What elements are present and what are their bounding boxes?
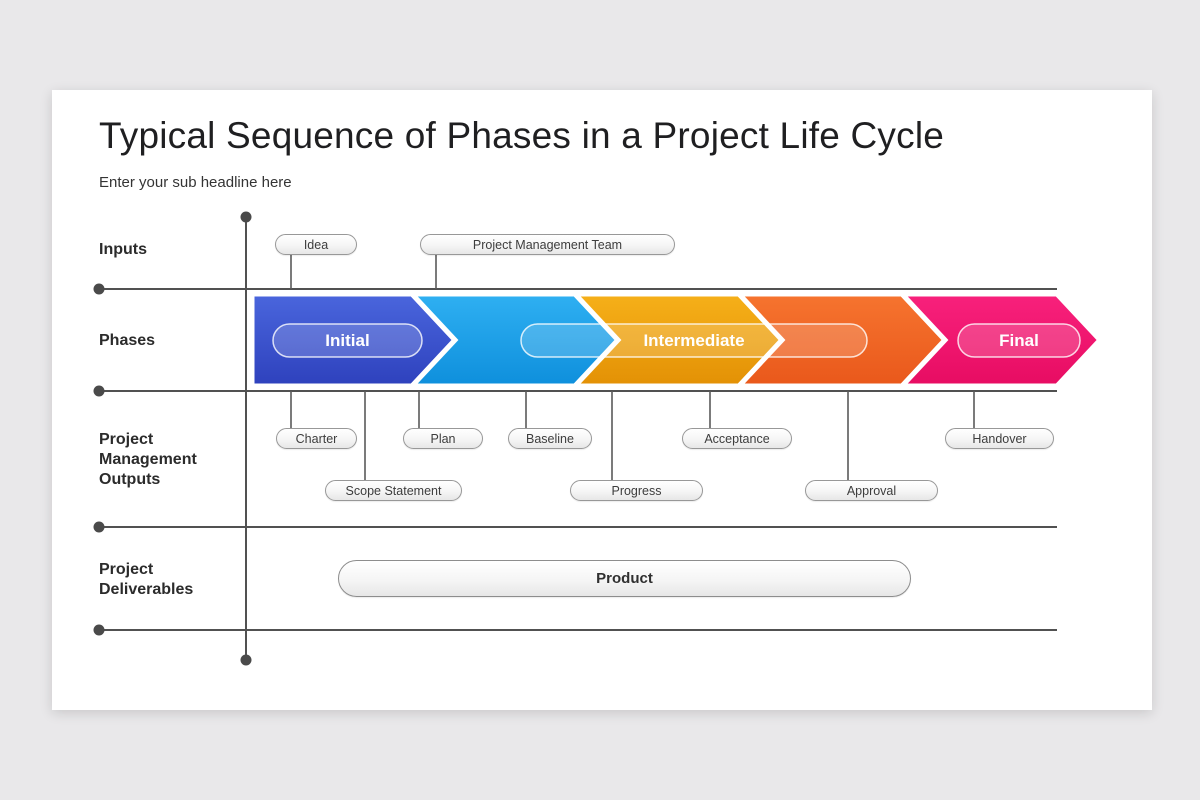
- timeline-bottom-dot: [240, 654, 252, 666]
- row-label-deliverables: Project Deliverables: [99, 561, 194, 598]
- pill-product: Product: [338, 560, 911, 597]
- pill-progress: Progress: [570, 480, 703, 501]
- phase-chevron-final: [896, 291, 1104, 389]
- diagram-svg: [93, 211, 1104, 666]
- pill-acceptance: Acceptance: [682, 428, 792, 449]
- slide-title: Typical Sequence of Phases in a Project …: [99, 115, 945, 156]
- timeline-top-dot: [240, 211, 252, 223]
- pill-approval: Approval: [805, 480, 938, 501]
- grid-line-dot: [93, 283, 105, 295]
- row-label-phases: Phases: [99, 332, 156, 349]
- pill-scope-statement: Scope Statement: [325, 480, 462, 501]
- pill-idea: Idea: [275, 234, 357, 255]
- grid-line-dot: [93, 521, 105, 533]
- slide-subtitle: Enter your sub headline here: [99, 174, 292, 191]
- grid-line-dot: [93, 385, 105, 397]
- row-label-inputs: Inputs: [99, 241, 147, 258]
- phase-highlight-initial: [272, 323, 423, 358]
- row-label-outputs: Project Management Outputs: [99, 431, 197, 488]
- pill-charter: Charter: [276, 428, 357, 449]
- phase-highlight-final: [957, 323, 1081, 358]
- pill-baseline: Baseline: [508, 428, 592, 449]
- pill-project-management-team: Project Management Team: [420, 234, 675, 255]
- grid-line-dot: [93, 624, 105, 636]
- pill-handover: Handover: [945, 428, 1054, 449]
- phase-highlight-intermediate: [520, 323, 868, 358]
- slide-card: Typical Sequence of Phases in a Project …: [52, 90, 1152, 710]
- pill-plan: Plan: [403, 428, 483, 449]
